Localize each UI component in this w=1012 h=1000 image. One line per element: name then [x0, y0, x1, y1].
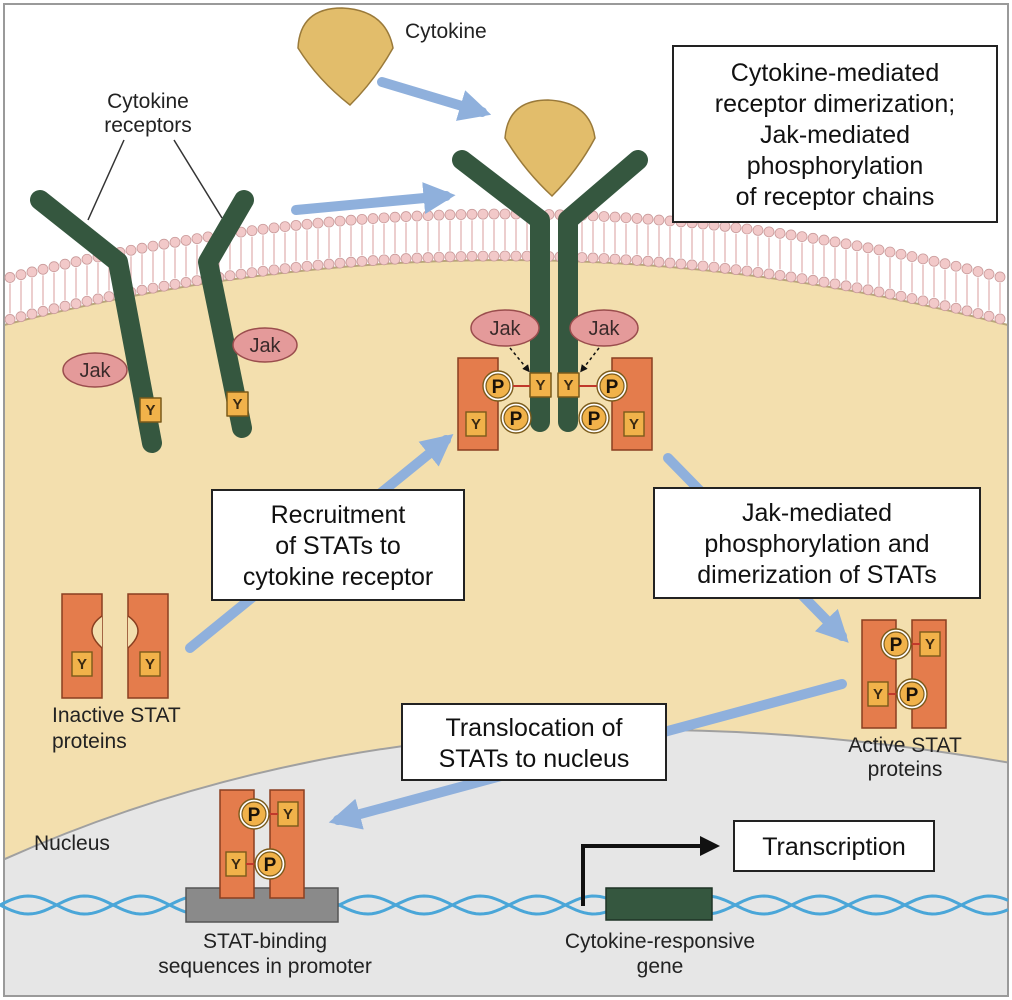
cytokine-free: Cytokine	[297, 7, 487, 106]
phosphate-label: P	[906, 685, 919, 706]
box-line: of receptor chains	[736, 183, 935, 211]
box-line: receptor dimerization;	[715, 90, 955, 118]
phosphate-label: P	[606, 377, 619, 398]
receptor-dimer: Y Y	[452, 150, 648, 432]
tyrosine-label: Y	[925, 636, 935, 653]
jak-protein-dimer-left: Jak	[470, 309, 540, 373]
box-line: phosphorylation	[747, 152, 924, 180]
arrow-receptor-dimerization	[291, 182, 456, 215]
tyrosine-label: Y	[231, 856, 241, 873]
transcription-label: Transcription	[762, 833, 906, 861]
box-line: Jak-mediated	[760, 121, 910, 149]
jak-label: Jak	[249, 335, 281, 357]
box-line: Recruitment	[271, 501, 406, 529]
tyrosine-residue	[465, 411, 487, 437]
nucleus-label: Nucleus	[34, 832, 110, 855]
tyrosine-label: Y	[77, 656, 87, 673]
phosphate-label: P	[588, 409, 601, 430]
tyrosine-label: Y	[283, 806, 293, 823]
jak-label: Jak	[588, 318, 620, 340]
stat-binding-label: STAT-binding	[203, 930, 327, 953]
gene-label-line2: gene	[637, 955, 684, 978]
stat-binding-promoter	[185, 887, 339, 923]
phosphate-label: P	[510, 409, 523, 430]
inactive-stat-label-line2: proteins	[52, 730, 127, 753]
phosphate-group	[899, 681, 925, 707]
stat-monomer	[61, 593, 103, 699]
plasma-membrane	[4, 208, 1006, 325]
tyrosine-residue	[139, 651, 161, 677]
cytokine-bound	[504, 99, 596, 198]
phosphate-label: P	[264, 855, 277, 876]
stat-monomer	[127, 593, 169, 699]
phosphate-label: P	[890, 635, 903, 656]
box-line: phosphorylation and	[704, 530, 929, 558]
cytokine-responsive-gene	[605, 887, 713, 921]
receptors-label: Cytokine	[107, 90, 189, 113]
receptor-left-1: Y	[30, 190, 162, 453]
nuclear-stat-dimer: Y Y P P	[219, 789, 305, 899]
phosphate-group	[581, 405, 607, 431]
phosphate-group	[883, 631, 909, 657]
phosphate-label: P	[492, 377, 505, 398]
transcription-arrow	[581, 836, 720, 906]
tyrosine-residue	[71, 651, 93, 677]
tyrosine-label: Y	[563, 377, 573, 394]
tyrosine-label: Y	[629, 416, 639, 433]
tyrosine-label: Y	[232, 396, 242, 413]
stat-binding-label-line2: sequences in promoter	[158, 955, 372, 978]
phosphate-group	[503, 405, 529, 431]
phosphorylation-box: Jak-mediated phosphorylation and dimeriz…	[653, 487, 981, 599]
recruitment-box: Recruitment of STATs to cytokine recepto…	[211, 489, 465, 601]
tyrosine-label: Y	[145, 402, 155, 419]
arrow-cytokine-binding	[377, 77, 492, 121]
transcription-box: Transcription	[733, 820, 935, 872]
box-line: Jak-mediated	[742, 499, 892, 527]
receptor-pointer-line	[87, 139, 125, 221]
phosphate-group	[599, 373, 625, 399]
box-line: STATs to nucleus	[439, 745, 630, 773]
tyrosine-residue	[226, 391, 249, 417]
tyrosine-residue	[623, 411, 645, 437]
box-line: Cytokine-mediated	[731, 59, 939, 87]
box-line: dimerization of STATs	[697, 561, 936, 589]
dna-helix	[0, 894, 1009, 916]
cytokine-label: Cytokine	[405, 20, 487, 43]
receptors-label-line2: receptors	[104, 114, 192, 137]
translocation-box: Translocation of STATs to nucleus	[401, 703, 667, 781]
phosphate-label: P	[248, 805, 261, 826]
active-stat-label-line2: proteins	[868, 758, 943, 781]
tyrosine-residue	[139, 397, 162, 423]
gene-label: Cytokine-responsive	[565, 930, 755, 953]
receptor-left-2: Y	[198, 190, 254, 438]
stat-monomer	[219, 789, 255, 899]
active-stat-dimer: Y Y P P	[861, 619, 947, 729]
phosphate-group	[485, 373, 511, 399]
tyrosine-label: Y	[471, 416, 481, 433]
phosphate-group	[241, 801, 267, 827]
jak-label: Jak	[79, 360, 111, 382]
receptor-pointer-line	[173, 139, 223, 219]
jak-label: Jak	[489, 318, 521, 340]
tyrosine-label: Y	[145, 656, 155, 673]
jak-protein-left-2: Jak	[232, 327, 298, 363]
tyrosine-label: Y	[873, 686, 883, 703]
box-line: Translocation of	[446, 714, 623, 742]
inactive-stat-label: Inactive STAT	[52, 704, 181, 727]
tyrosine-label: Y	[535, 377, 545, 394]
active-stat-label: Active STAT	[848, 734, 962, 757]
phosphate-group	[257, 851, 283, 877]
jak-protein-dimer-right: Jak	[569, 309, 639, 373]
box-line: of STATs to	[275, 532, 401, 560]
box-line: cytokine receptor	[243, 563, 433, 591]
dimerization-box: Cytokine-mediated receptor dimerization;…	[672, 45, 998, 223]
jak-protein-left-1: Jak	[62, 352, 128, 388]
